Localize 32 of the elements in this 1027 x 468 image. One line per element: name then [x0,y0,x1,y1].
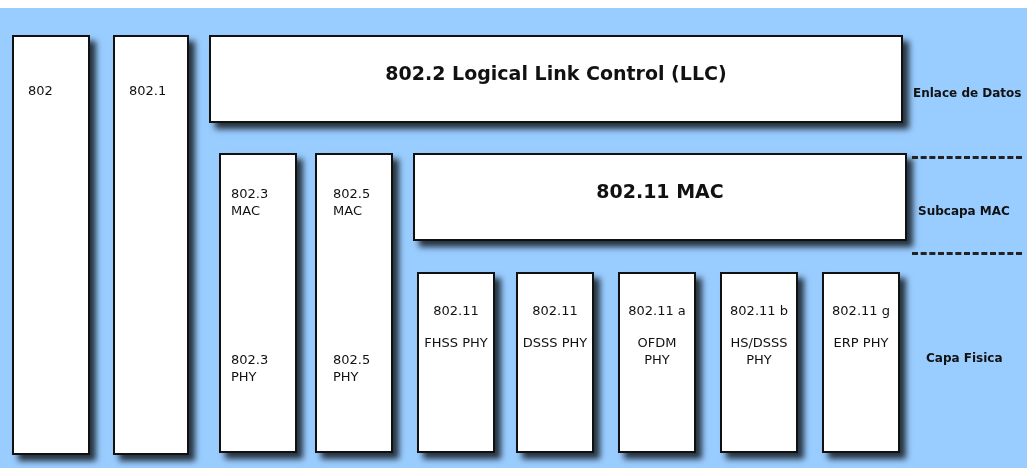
standard-box [12,35,90,455]
standard-label: ERP PHY [832,334,890,351]
standard-label: 802.11 g [831,302,891,319]
phy-box [417,272,495,453]
standard-label: 802.5 PHY [333,351,372,385]
standard-label: 802.3 MAC [231,185,270,219]
phy-box [618,272,696,453]
layer-label: Capa Fisica [926,351,1003,365]
layer-label: Enlace de Datos [913,86,1022,100]
standard-label: 802.11 [432,302,480,319]
standard-box [219,153,297,453]
standard-box [113,35,189,455]
standard-label: DSSS PHY [522,334,588,351]
layer-label: Subcapa MAC [918,204,1010,218]
standard-label: 802.11 a [627,302,687,319]
standard-label: FHSS PHY [423,334,489,351]
standard-label: 802.5 MAC [333,185,372,219]
layer-box [209,35,903,123]
phy-box [822,272,900,453]
standard-label: 802.11 [531,302,579,319]
standard-label: 802 [28,82,54,99]
standard-label: OFDM PHY [636,334,678,368]
standard-label: HS/DSSS PHY [729,334,789,368]
standard-label: 802.3 PHY [231,351,270,385]
standard-box [315,153,393,453]
phy-box [720,272,798,453]
standard-label: 802.11 MAC [595,183,725,200]
phy-box [516,272,594,453]
standard-label: 802.2 Logical Link Control (LLC) [384,65,728,82]
standard-label: 802.11 b [729,302,789,319]
standard-label: 802.1 [129,82,168,99]
layer-box [413,153,907,241]
